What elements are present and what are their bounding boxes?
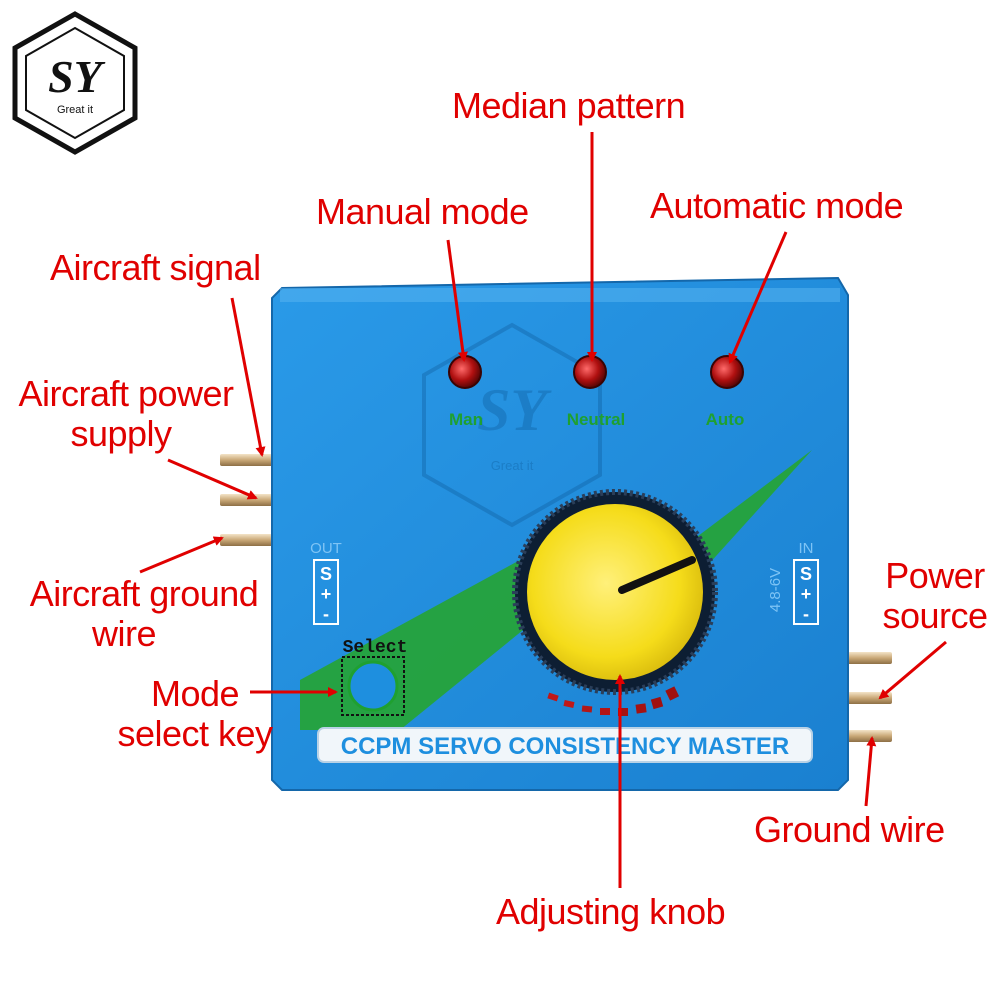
voltage-label: 4.8-6V xyxy=(767,568,784,612)
out-pin-label-box: S + - xyxy=(313,559,339,625)
callout-aircraft-ground-line2: wire xyxy=(91,613,157,654)
callout-aircraft-power-line2: supply xyxy=(70,413,172,454)
callout-aircraft-signal-text: Aircraft signal xyxy=(50,247,261,288)
callout-adjusting-knob-text: Adjusting knob xyxy=(496,891,726,932)
out-label: OUT xyxy=(310,540,342,557)
title-plate: CCPM SERVO CONSISTENCY MASTER xyxy=(317,727,813,763)
callout-mode-select-line2: select key xyxy=(117,713,273,754)
in-pin-label-plus: + xyxy=(801,584,812,604)
callout-median-pattern-text: Median pattern xyxy=(452,85,686,126)
led-label-auto: Auto xyxy=(706,410,745,429)
callout-arrows xyxy=(139,132,947,888)
callout-aircraft-ground-line1: Aircraft ground xyxy=(29,573,259,614)
in-pin-ground xyxy=(840,730,892,742)
out-pin-ground xyxy=(220,534,278,546)
callout-ground-wire: Ground wire xyxy=(754,810,945,850)
select-label: Select xyxy=(343,638,408,658)
led-label-man: Man xyxy=(449,410,483,429)
out-pin-power xyxy=(220,494,278,506)
led-auto: Auto xyxy=(706,355,745,429)
callout-adjusting-knob: Adjusting knob xyxy=(496,891,726,932)
out-pins xyxy=(220,454,278,546)
arrow-aircraft-ground xyxy=(139,536,224,574)
callout-ground-wire-text: Ground wire xyxy=(754,809,945,850)
out-pin-signal xyxy=(220,454,278,466)
callout-manual-mode-text: Manual mode xyxy=(316,191,529,232)
led-manual: Man xyxy=(448,355,483,429)
arrow-manual-mode xyxy=(446,239,468,362)
callout-manual-mode: Manual mode xyxy=(316,192,529,232)
in-pin-label-box: S + - xyxy=(793,559,819,625)
logo-text: SY xyxy=(48,51,106,102)
mode-select-key[interactable]: Select xyxy=(341,638,408,716)
callout-power-source-line2: source xyxy=(882,595,988,636)
in-pin-label-s: S xyxy=(800,564,812,584)
out-pin-label-minus: - xyxy=(323,604,329,624)
in-pins xyxy=(840,652,892,742)
led-neutral: Neutral xyxy=(567,355,626,429)
knob-scale-ticks xyxy=(547,686,680,716)
led-label-neutral: Neutral xyxy=(567,410,626,429)
knob-pointer xyxy=(618,556,696,594)
callout-mode-select-line1: Mode xyxy=(150,673,240,714)
callout-automatic-mode: Automatic mode xyxy=(650,185,904,226)
svg-text:Great it: Great it xyxy=(491,458,534,473)
callout-power-source: Power source xyxy=(874,556,996,636)
arrow-ground-wire xyxy=(864,736,877,807)
callout-aircraft-power-line1: Aircraft power xyxy=(18,373,234,414)
in-pin-label-minus: - xyxy=(803,604,809,624)
brand-logo: SY Great it xyxy=(12,11,138,155)
adjusting-knob[interactable] xyxy=(512,489,718,716)
device-title: CCPM SERVO CONSISTENCY MASTER xyxy=(341,733,790,760)
arrow-automatic-mode xyxy=(728,231,788,364)
callout-automatic-mode-text: Automatic mode xyxy=(650,185,904,226)
in-pin-signal xyxy=(840,652,892,664)
callout-aircraft-signal: Aircraft signal xyxy=(50,248,261,288)
out-pin-label-s: S xyxy=(320,564,332,584)
logo-subtext: Great it xyxy=(57,104,93,116)
callout-power-source-line1: Power xyxy=(885,555,985,596)
callout-median-pattern: Median pattern xyxy=(452,85,686,126)
arrow-power-source xyxy=(878,640,947,700)
out-pin-label-plus: + xyxy=(321,584,332,604)
in-label: IN xyxy=(799,540,814,557)
callout-mode-select-key: Mode select key xyxy=(112,674,278,754)
arrow-aircraft-power xyxy=(167,458,258,500)
callout-aircraft-ground-wire: Aircraft ground wire xyxy=(16,574,272,654)
servo-tester-body: SY Great it Man Neutral Auto OUT S + - I… xyxy=(271,276,849,791)
svg-text:SY: SY xyxy=(477,377,552,443)
callout-aircraft-power-supply: Aircraft power supply xyxy=(6,374,246,454)
arrow-aircraft-signal xyxy=(230,297,266,457)
